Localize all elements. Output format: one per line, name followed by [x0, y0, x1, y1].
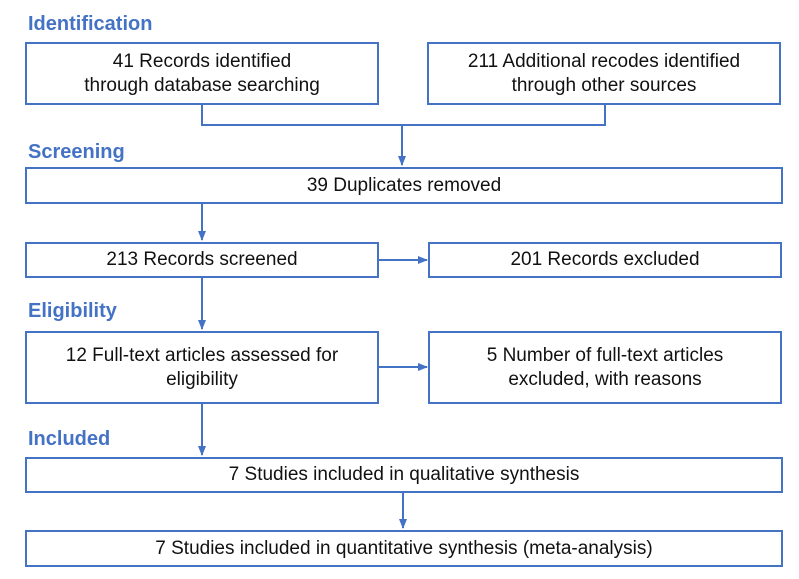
box-database-records: 41 Records identified through database s…	[25, 42, 379, 105]
box-records-screened: 213 Records screened	[25, 242, 379, 278]
box-database-records-text: 41 Records identified through database s…	[84, 50, 320, 96]
box-fulltext-excluded: 5 Number of full-text articles excluded,…	[428, 331, 782, 404]
box-fulltext-excluded-text: 5 Number of full-text articles excluded,…	[486, 344, 724, 390]
box-qualitative-synthesis: 7 Studies included in qualitative synthe…	[25, 457, 783, 493]
section-label-identification: Identification	[28, 13, 153, 35]
box-duplicates-removed-text: 39 Duplicates removed	[306, 174, 502, 196]
box-qualitative-synthesis-text: 7 Studies included in qualitative synthe…	[228, 464, 580, 485]
box-records-excluded-text: 201 Records excluded	[510, 249, 700, 270]
section-label-eligibility: Eligibility	[28, 300, 117, 322]
box-quantitative-synthesis-text: 7 Studies included in quantitative synth…	[155, 537, 653, 559]
box-fulltext-assessed-text: 12 Full-text articles assessed for eligi…	[65, 344, 339, 390]
merge-connector	[201, 105, 606, 126]
section-label-included: Included	[28, 428, 111, 450]
box-other-sources-text: 211 Additional recodes identified throug…	[467, 50, 741, 96]
box-quantitative-synthesis: 7 Studies included in quantitative synth…	[25, 530, 783, 567]
box-duplicates-removed: 39 Duplicates removed	[25, 167, 783, 204]
section-label-screening: Screening	[28, 141, 125, 163]
box-fulltext-assessed: 12 Full-text articles assessed for eligi…	[25, 331, 379, 404]
box-records-excluded: 201 Records excluded	[428, 242, 782, 278]
box-records-screened-text: 213 Records screened	[106, 249, 298, 270]
box-other-sources: 211 Additional recodes identified throug…	[427, 42, 781, 105]
